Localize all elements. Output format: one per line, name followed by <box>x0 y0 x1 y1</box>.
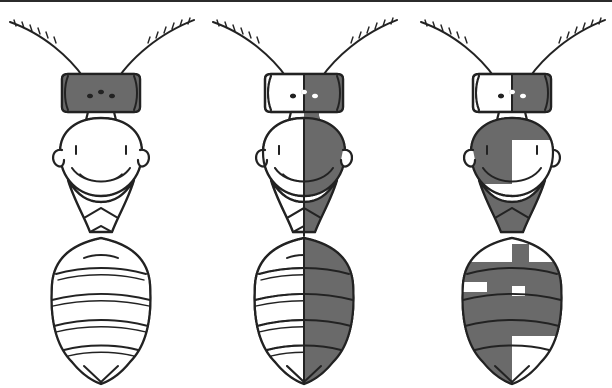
ant-panel-left <box>10 18 194 384</box>
ant-panel-middle <box>213 18 397 386</box>
ant-panel-right <box>421 18 605 386</box>
